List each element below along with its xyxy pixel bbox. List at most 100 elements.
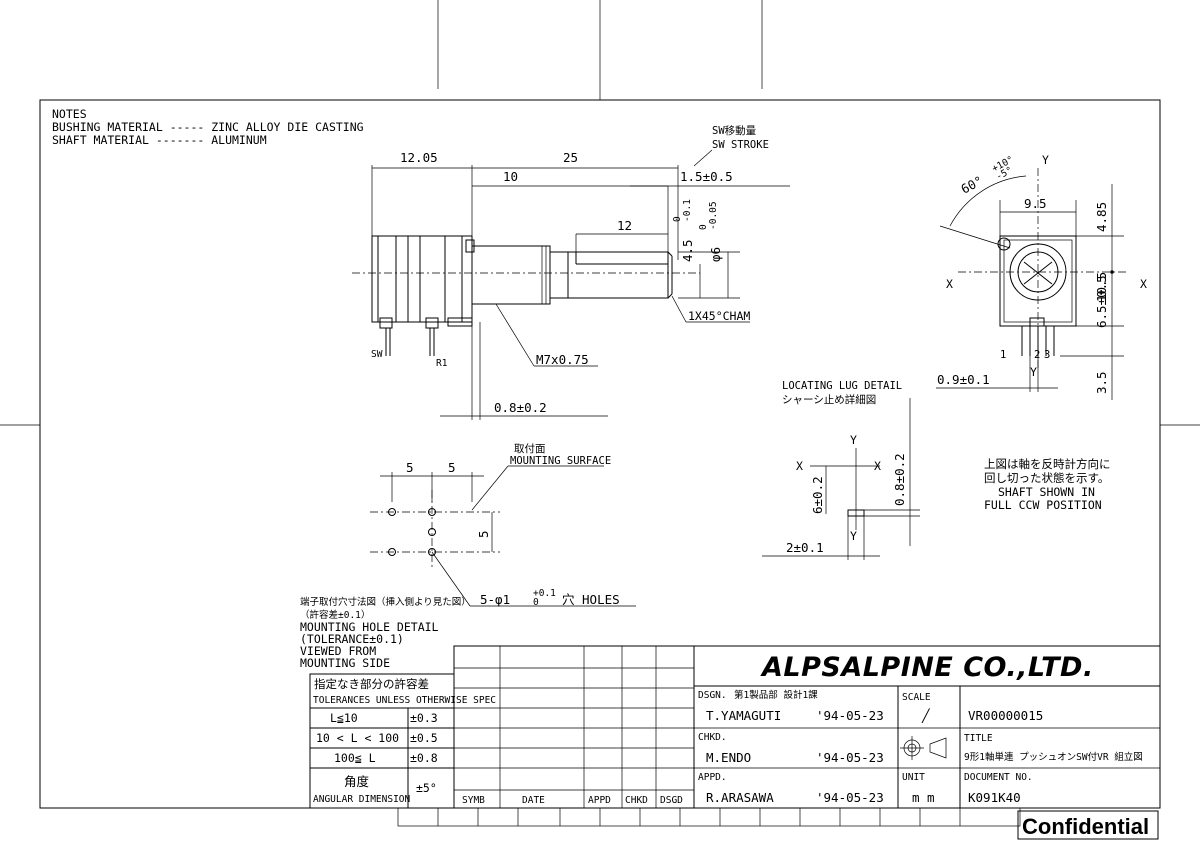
tol-value-2: ±0.5 xyxy=(410,731,438,745)
ccw-en1: SHAFT SHOWN IN xyxy=(998,485,1095,499)
title-block: ALPSALPINE CO.,LTD. DSGN. 第1製品部 設計1課 T.Y… xyxy=(693,645,1161,809)
tolerance-table: 指定なき部分の許容差 TOLERANCES UNLESS OTHERWISE S… xyxy=(309,673,496,809)
unit-value: m m xyxy=(912,790,935,805)
dim-10: 10 xyxy=(503,169,518,184)
pin-1: 1 xyxy=(1000,349,1006,361)
title-label: TITLE xyxy=(964,733,993,744)
scale-label: SCALE xyxy=(902,692,931,703)
lug-x-left: X xyxy=(796,459,803,473)
holes-tol-top: +0.1 xyxy=(533,588,556,599)
dim-4-5-tol-top: 0 xyxy=(672,216,683,222)
dim-4-85: 4.85 xyxy=(1094,202,1109,232)
detail-en3: VIEWED FROM xyxy=(300,644,376,658)
label-sw: SW xyxy=(371,349,383,360)
appd-name: R.ARASAWA xyxy=(706,790,774,805)
dim-phi6-tol-bot: -0.05 xyxy=(708,201,719,230)
dim-12-05: 12.05 xyxy=(400,150,438,165)
sw-stroke: SW STROKE xyxy=(712,139,769,151)
dsgn-dept: 第1製品部 設計1課 xyxy=(734,689,818,701)
dim-5c: 5 xyxy=(476,530,491,538)
rev-header-chkd: CHKD xyxy=(625,795,648,806)
chkd-name: M.ENDO xyxy=(706,750,751,765)
rev-header-date: DATE xyxy=(522,795,545,806)
dim-5b: 5 xyxy=(448,460,456,475)
detail-en2: (TOLERANCE±0.1) xyxy=(300,632,404,646)
tol-angular-value: ±5° xyxy=(416,781,437,795)
locating-lug-detail: LOCATING LUG DETAIL シャーシ止め詳細図 Y Y X X 6±… xyxy=(762,380,920,560)
thread-label: M7x0.75 xyxy=(536,352,589,367)
drawing-number: VR00000015 xyxy=(968,708,1043,723)
detail-en4: MOUNTING SIDE xyxy=(300,656,390,670)
company-name: ALPSALPINE CO.,LTD. xyxy=(760,652,1094,683)
notes-block: NOTES BUSHING MATERIAL ----- ZINC ALLOY … xyxy=(52,107,364,147)
dim-5a: 5 xyxy=(406,460,414,475)
tol-range-1: L≦10 xyxy=(330,711,358,725)
tol-header-jp: 指定なき部分の許容差 xyxy=(314,677,429,691)
lug-dim-0-8: 0.8±0.2 xyxy=(892,453,907,506)
front-y-top: Y xyxy=(1042,153,1049,167)
rev-header-symb: SYMB xyxy=(462,795,485,806)
lug-title-jp: シャーシ止め詳細図 xyxy=(782,393,876,406)
scale-value: ╱ xyxy=(921,708,931,723)
tol-angular-jp: 角度 xyxy=(344,774,370,789)
dim-10-5: 10.5 xyxy=(1094,272,1109,302)
confidential-stamp: Confidential xyxy=(1017,810,1159,840)
dim-25: 25 xyxy=(563,150,578,165)
chamfer-label: 1X45°CHAM xyxy=(688,309,750,323)
appd-label: APPD. xyxy=(698,772,727,783)
dim-4-5-tol-bot: -0.1 xyxy=(682,199,693,222)
ccw-jp1: 上図は軸を反時計方向に xyxy=(984,457,1111,471)
dim-9-5: 9.5 xyxy=(1024,196,1047,211)
notes-shaft: SHAFT MATERIAL ------- ALUMINUM xyxy=(52,133,267,147)
docno-value: K091K40 xyxy=(968,790,1021,805)
ccw-en2: FULL CCW POSITION xyxy=(984,498,1102,512)
rev-header-appd: APPD xyxy=(588,795,611,806)
lug-dim-6: 6±0.2 xyxy=(810,476,825,514)
dsgn-name: T.YAMAGUTI xyxy=(706,708,781,723)
holes-tol-bot: 0 xyxy=(533,597,539,608)
sw-stroke-jp: SW移動量 xyxy=(712,124,757,137)
front-view: 60° +10° -5° Y Y X X 9.5 4.85 10.5 6.5±0… xyxy=(936,153,1147,400)
pin-3: 3 xyxy=(1044,349,1050,361)
dim-4-5: 4.5 xyxy=(680,239,695,262)
dim-6-5: 6.5±0.5 xyxy=(1094,275,1109,328)
unit-label: UNIT xyxy=(902,772,925,783)
notes-bushing: BUSHING MATERIAL ----- ZINC ALLOY DIE CA… xyxy=(52,120,364,134)
ccw-note: 上図は軸を反時計方向に 回し切った状態を示す。 SHAFT SHOWN IN F… xyxy=(984,457,1111,512)
title-value: 9形1軸単連 プッシュオンSW付VR 組立図 xyxy=(964,751,1143,763)
chkd-date: '94-05-23 xyxy=(816,750,884,765)
front-x-right: X xyxy=(1140,277,1147,291)
lug-y-bot: Y xyxy=(850,529,857,543)
tol-header-en: TOLERANCES UNLESS OTHERWISE SPEC xyxy=(313,695,496,706)
mounting-hole-detail: 取付面 MOUNTING SURFACE 5 5 5 5-φ1 +0.1 0 穴… xyxy=(300,442,636,670)
docno-label: DOCUMENT NO. xyxy=(964,772,1033,783)
dim-3-5: 3.5 xyxy=(1094,371,1109,394)
holes-suffix: 穴 HOLES xyxy=(562,592,620,607)
holes-prefix: 5-φ1 xyxy=(480,592,510,607)
label-r1: R1 xyxy=(436,358,448,369)
detail-jp1: 端子取付穴寸法図（挿入側より見た図） xyxy=(300,596,471,608)
lug-y-top: Y xyxy=(850,433,857,447)
ccw-jp2: 回し切った状態を示す。 xyxy=(984,471,1109,485)
pin-2: 2 xyxy=(1034,349,1040,361)
tol-value-3: ±0.8 xyxy=(410,751,438,765)
rev-header-dsgd: DSGD xyxy=(660,795,683,806)
dsgn-label: DSGN. xyxy=(698,690,727,701)
revision-table: SYMB DATE APPD CHKD DSGD xyxy=(453,645,695,809)
detail-jp2: （許容差±0.1） xyxy=(300,609,370,621)
mounting-surface: MOUNTING SURFACE xyxy=(510,455,611,467)
appd-date: '94-05-23 xyxy=(816,790,884,805)
side-view: 12.05 25 10 1.5±0.5 12 SW移動量 SW STROKE 4… xyxy=(352,124,790,420)
dim-0-8-side: 0.8±0.2 xyxy=(494,400,547,415)
front-y-bot: Y xyxy=(1030,365,1037,379)
mounting-surface-jp: 取付面 xyxy=(514,442,546,455)
tol-angular-en: ANGULAR DIMENSION xyxy=(313,794,411,805)
dsgn-date: '94-05-23 xyxy=(816,708,884,723)
dim-phi6: φ6 xyxy=(708,247,723,262)
tol-value-1: ±0.3 xyxy=(410,711,438,725)
lug-x-right: X xyxy=(874,459,881,473)
dim-1-5: 1.5±0.5 xyxy=(680,169,733,184)
lug-dim-2: 2±0.1 xyxy=(786,540,824,555)
lug-title: LOCATING LUG DETAIL xyxy=(782,380,902,392)
notes-title: NOTES xyxy=(52,107,87,121)
